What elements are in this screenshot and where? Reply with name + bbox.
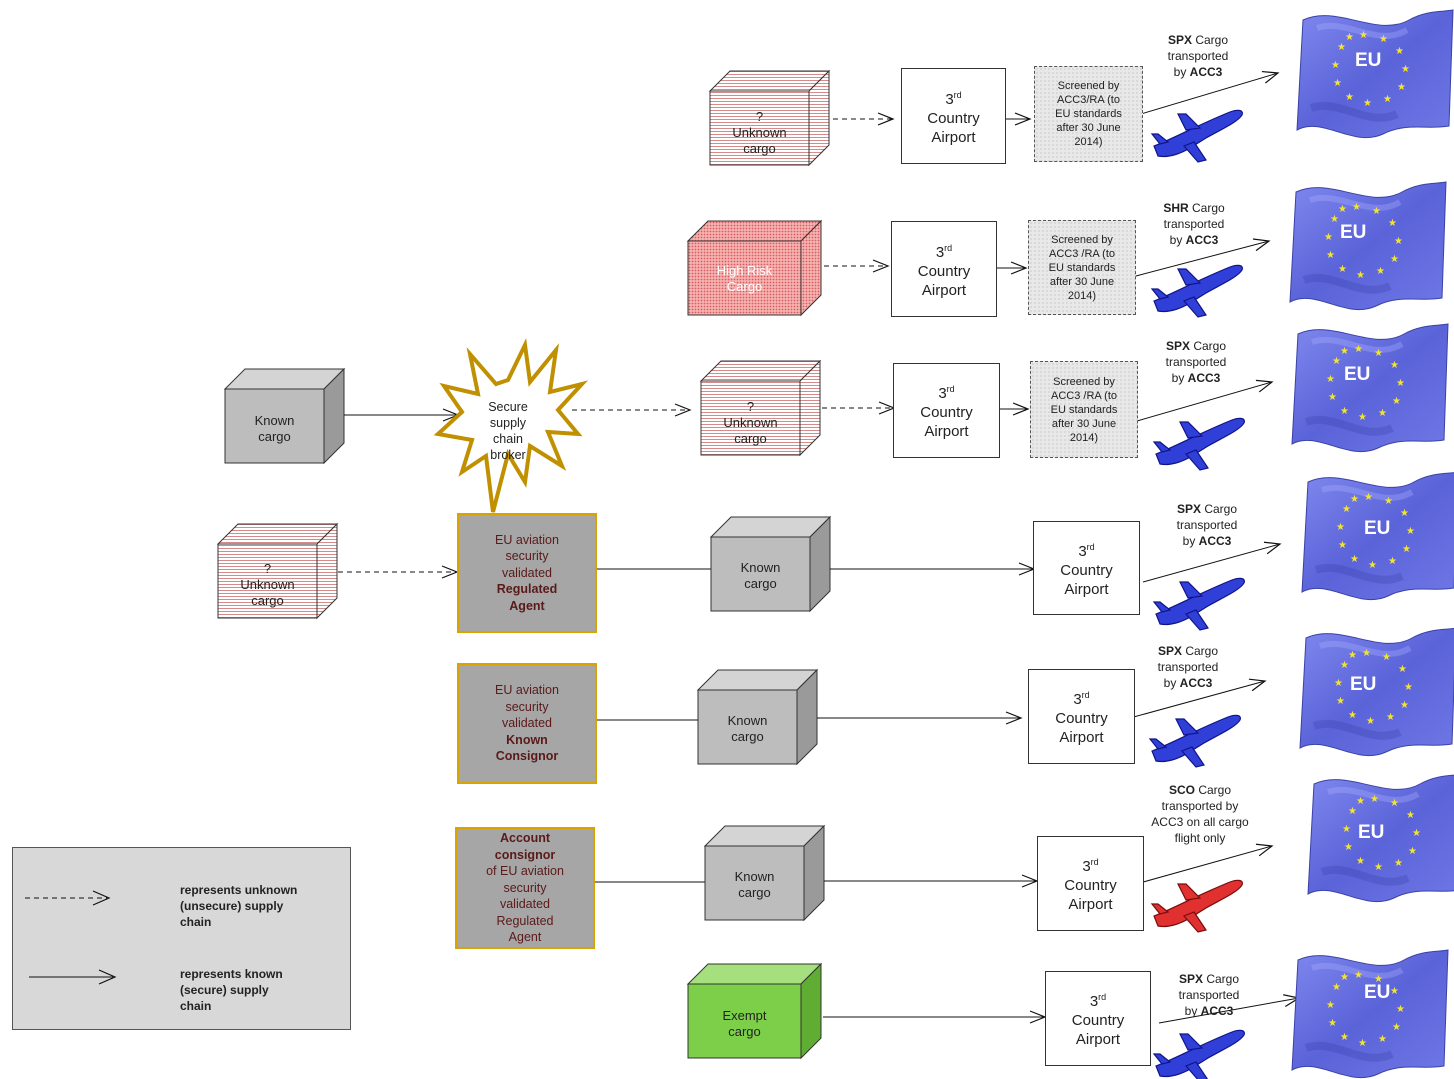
flight-arrow	[1129, 678, 1267, 719]
eu-flag-icon: EU	[1300, 628, 1454, 756]
airplane-icon	[1151, 109, 1243, 163]
airplane-icon	[1153, 577, 1245, 631]
legend-solid-arrow	[29, 969, 117, 985]
broker-starburst-icon	[433, 338, 589, 513]
eu-flag-icon: EU	[1297, 10, 1453, 138]
flight-caption: SPX Cargo transported by ACC3	[1167, 33, 1229, 79]
flight-arrow	[1136, 379, 1274, 422]
airplane-red-icon	[1151, 879, 1243, 933]
eu-flag-label: EU	[1344, 364, 1370, 385]
airplane-icon	[1153, 417, 1245, 471]
eu-flag-icon: EU	[1308, 774, 1454, 902]
eu-flag-label: EU	[1350, 674, 1376, 695]
eu-flag-icon: EU	[1290, 182, 1446, 310]
flight-caption: SPX Cargo transported by ACC3	[1176, 502, 1238, 548]
airplane-icon	[1149, 714, 1241, 768]
flight-arrow	[1142, 541, 1282, 583]
flight-caption: SPX Cargo transported by ACC3	[1165, 339, 1227, 385]
eu-flag-icon: EU	[1292, 950, 1448, 1078]
eu-flag-label: EU	[1340, 222, 1366, 243]
flight-caption: SHR Cargo transported by ACC3	[1163, 201, 1225, 247]
eu-flag-icon: EU	[1292, 324, 1448, 452]
flight-caption: SPX Cargo transported by ACC3	[1178, 972, 1240, 1018]
airplane-icon	[1153, 1029, 1245, 1079]
eu-flag-label: EU	[1364, 518, 1390, 539]
eu-flag-label: EU	[1355, 50, 1381, 71]
flight-arrow	[1158, 994, 1301, 1024]
flight-arrow	[1135, 843, 1274, 885]
flight-caption: SPX Cargo transported by ACC3	[1157, 644, 1219, 690]
eu-flag-label: EU	[1364, 982, 1390, 1003]
flight-arrow	[1135, 238, 1271, 277]
airplane-icon	[1151, 264, 1243, 318]
flight-caption: SCO Cargo transported by ACC3 on all car…	[1151, 783, 1249, 845]
eu-flag-label: EU	[1358, 822, 1384, 843]
flight-arrow	[1140, 70, 1280, 115]
eu-flag-icon: EU	[1302, 472, 1454, 600]
legend-dashed-arrow	[25, 890, 111, 906]
